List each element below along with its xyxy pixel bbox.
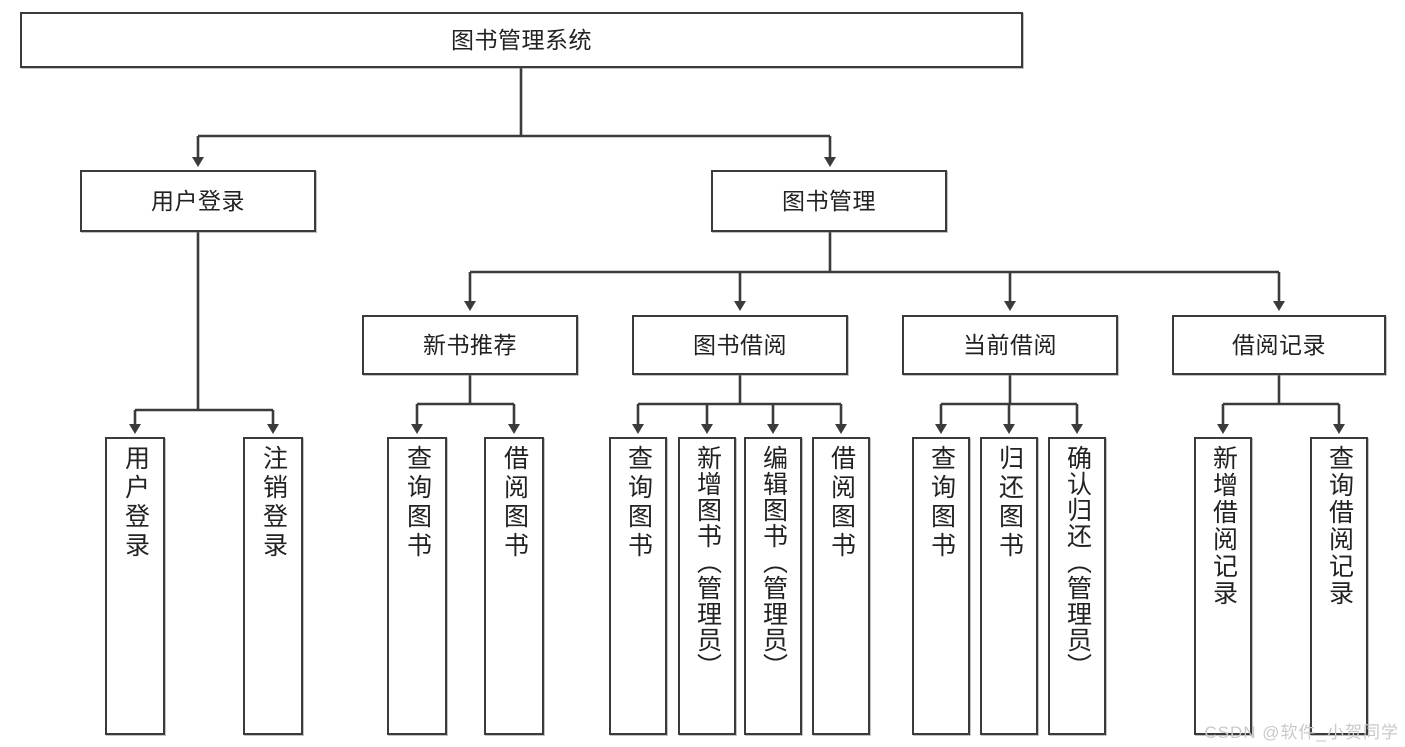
node-leaf-borrow-book-1-label: 借阅图书 (500, 445, 529, 561)
node-book-manage[interactable]: 图书管理 (711, 170, 947, 232)
node-user-login-label: 用户登录 (151, 187, 245, 214)
node-leaf-query-book-3-label: 查询图书 (927, 445, 956, 561)
node-leaf-borrow-book-1[interactable]: 借阅图书 (484, 437, 544, 735)
node-leaf-add-record[interactable]: 新增借阅记录 (1194, 437, 1252, 735)
node-book-manage-label: 图书管理 (782, 187, 876, 214)
node-leaf-query-book-3[interactable]: 查询图书 (912, 437, 970, 735)
node-book-borrow[interactable]: 图书借阅 (632, 315, 848, 375)
node-book-borrow-label: 图书借阅 (693, 331, 787, 358)
node-leaf-add-record-label: 新增借阅记录 (1209, 445, 1238, 607)
node-leaf-user-logout-label: 注销登录 (259, 445, 288, 561)
node-leaf-confirm-return-label: 确认归还（管理员） (1063, 445, 1092, 679)
node-leaf-borrow-book-2[interactable]: 借阅图书 (812, 437, 870, 735)
node-leaf-borrow-book-2-label: 借阅图书 (827, 445, 856, 561)
node-new-book-rec-label: 新书推荐 (423, 331, 517, 358)
node-current-borrow-label: 当前借阅 (963, 331, 1057, 358)
node-root-label: 图书管理系统 (451, 26, 592, 53)
node-leaf-query-book-1-label: 查询图书 (403, 445, 432, 561)
node-borrow-record-label: 借阅记录 (1232, 331, 1326, 358)
node-leaf-edit-book[interactable]: 编辑图书（管理员） (744, 437, 802, 735)
node-leaf-confirm-return[interactable]: 确认归还（管理员） (1048, 437, 1106, 735)
node-leaf-query-book-1[interactable]: 查询图书 (387, 437, 447, 735)
node-leaf-edit-book-label: 编辑图书（管理员） (759, 445, 788, 679)
node-leaf-user-login-label: 用户登录 (121, 445, 150, 561)
node-leaf-return-book-label: 归还图书 (995, 445, 1024, 561)
node-leaf-user-login[interactable]: 用户登录 (105, 437, 165, 735)
node-leaf-return-book[interactable]: 归还图书 (980, 437, 1038, 735)
node-borrow-record[interactable]: 借阅记录 (1172, 315, 1386, 375)
node-leaf-query-book-2[interactable]: 查询图书 (609, 437, 667, 735)
node-current-borrow[interactable]: 当前借阅 (902, 315, 1118, 375)
node-leaf-user-logout[interactable]: 注销登录 (243, 437, 303, 735)
node-leaf-add-book-label: 新增图书（管理员） (693, 445, 722, 679)
node-leaf-query-book-2-label: 查询图书 (624, 445, 653, 561)
node-root[interactable]: 图书管理系统 (20, 12, 1023, 68)
node-user-login[interactable]: 用户登录 (80, 170, 316, 232)
node-leaf-add-book[interactable]: 新增图书（管理员） (678, 437, 736, 735)
node-new-book-rec[interactable]: 新书推荐 (362, 315, 578, 375)
node-leaf-query-record[interactable]: 查询借阅记录 (1310, 437, 1368, 735)
node-leaf-query-record-label: 查询借阅记录 (1325, 445, 1354, 607)
csdn-watermark: CSDN @软件_小贺同学 (1204, 723, 1399, 742)
